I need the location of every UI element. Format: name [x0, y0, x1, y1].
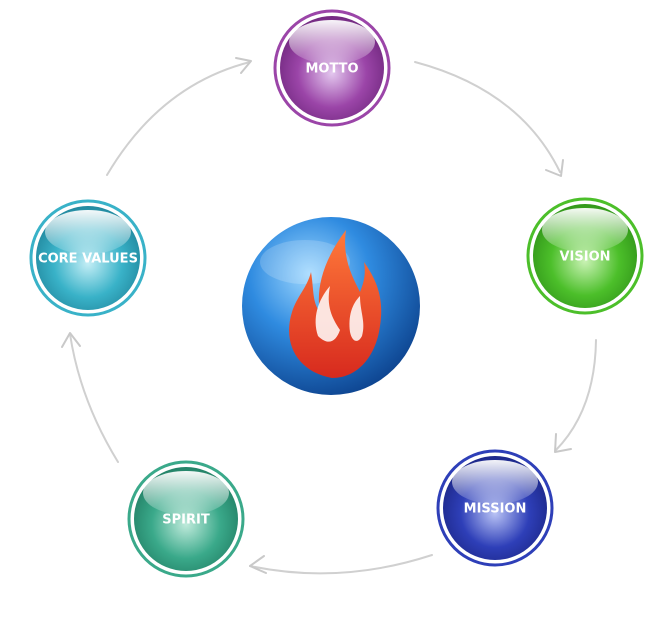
connector-core-values-motto — [106, 61, 251, 176]
connector-motto-vision — [414, 61, 561, 173]
node-label-core-values: CORE VALUES — [38, 252, 138, 267]
node-highlight — [289, 20, 375, 64]
nodes: MOTTO VISION MISSION SPIRIT CORE VALUES — [29, 9, 644, 578]
connectors — [61, 57, 597, 575]
node-label-motto: MOTTO — [305, 62, 358, 77]
flame-logo-icon — [289, 230, 382, 378]
arrow-to-core-values — [61, 332, 81, 348]
arrow-to-vision — [545, 159, 564, 177]
connector-vision-mission — [555, 339, 597, 451]
node-vision: VISION — [526, 197, 644, 315]
connector-spirit-core-values — [69, 333, 119, 463]
node-label-mission: MISSION — [464, 502, 527, 517]
node-motto: MOTTO — [273, 9, 391, 127]
node-highlight — [452, 460, 538, 504]
node-spirit: SPIRIT — [127, 460, 245, 578]
node-highlight — [45, 210, 131, 254]
arrow-to-motto — [235, 57, 252, 74]
arrow-to-spirit — [249, 555, 267, 574]
node-mission: MISSION — [436, 449, 554, 567]
node-label-spirit: SPIRIT — [162, 513, 210, 528]
node-highlight — [542, 208, 628, 252]
arrow-to-mission — [554, 433, 572, 453]
center-logo — [242, 217, 420, 395]
node-core-values: CORE VALUES — [29, 199, 147, 317]
connector-mission-spirit — [249, 554, 433, 575]
node-label-vision: VISION — [559, 250, 610, 265]
node-highlight — [143, 471, 229, 515]
